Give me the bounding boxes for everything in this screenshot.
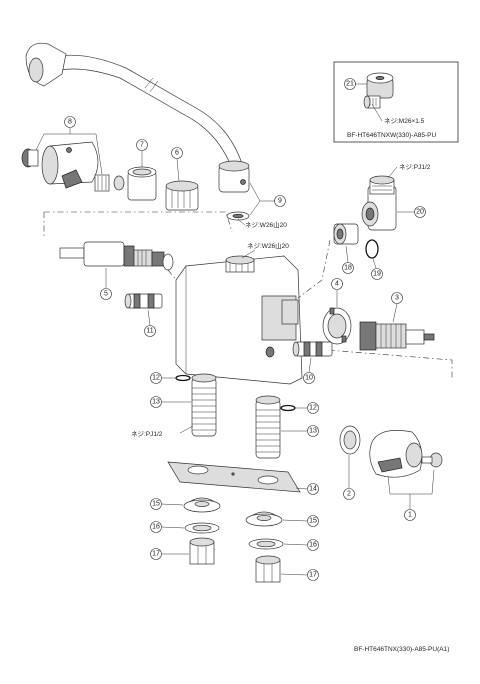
callout-18: 18 [344,265,352,272]
elbow-thread-note: ネジ:PJ1/2 [399,163,431,171]
part-15-washer-right [245,511,283,527]
callout-15-right: 15 [309,518,317,525]
part-10-check-valve [292,341,333,357]
part-12-o-ring-left [175,374,191,382]
shank-thread-note: ネジ:PJ1/2 [131,430,163,438]
callout-11: 11 [146,328,153,335]
callout-15-left: 15 [152,501,160,508]
part-6-cap-nut [165,180,199,211]
callout-12-left: 12 [152,375,160,382]
part-18-union-nut [333,223,359,245]
callout-16-right: 16 [309,542,317,549]
part-5-thermo-cartridge [59,241,174,271]
part-7-sleeve [127,166,157,201]
callout-17-right: 17 [309,572,317,579]
callout-10: 10 [305,375,313,382]
callout-21: 21 [346,81,354,88]
callout-14: 14 [309,486,317,493]
callout-13-right: 13 [309,428,317,435]
callout-5: 5 [104,291,108,298]
callout-17-left: 17 [152,551,160,558]
inset-model-code: BF-HT646TNXW(330)-A85-PU [347,132,437,139]
callout-7: 7 [140,142,144,149]
part-12-o-ring-right [280,404,296,412]
part-14-mounting-plate [167,461,301,493]
callout-3: 3 [395,295,399,302]
part-8-handle [21,141,125,192]
part-16-gasket-left [184,522,220,534]
callout-8: 8 [68,119,72,126]
part-19-o-ring [365,239,379,259]
hose-thread-note: ネジ:W26山20 [245,220,287,229]
callout-13-left: 13 [152,399,160,406]
callout-1: 1 [408,512,412,519]
callout-6: 6 [175,150,179,157]
callout-16-left: 16 [152,524,160,531]
inset-thread-note: ネジ:M26×1.5 [384,117,425,125]
part-11-check-valve [124,293,163,309]
part-2-cap-ring [339,425,361,455]
callout-2: 2 [347,491,351,498]
inset-box: 21 ネジ:M26×1.5 BF-HT646TNXW(330)-A85-PU [333,61,459,143]
part-3-valve-cartridge [359,321,435,351]
callout-9: 9 [278,198,282,205]
part-16-gasket-right [248,538,284,550]
main-body [175,255,303,385]
part-13-shank-right [255,395,281,459]
part-15-washer-left [183,497,221,513]
part-4-guide-ring [322,307,352,345]
part-13-shank-left [191,373,217,437]
callout-12-right: 12 [309,405,317,412]
part-21-spout-adapter [363,72,394,109]
part-1-handle [369,430,443,478]
callout-20: 20 [416,209,424,216]
main-model-code: BF-HT646TNX(330)-A85-PU(A1) [354,646,449,653]
callout-4: 4 [335,281,339,288]
part-9-spout-hose [25,42,250,221]
body-thread-note: ネジ:W26山20 [247,241,289,250]
part-17-nut-right [255,555,281,583]
part-20-elbow [361,175,397,231]
part-17-nut-left [189,537,215,565]
callout-19: 19 [373,271,381,278]
